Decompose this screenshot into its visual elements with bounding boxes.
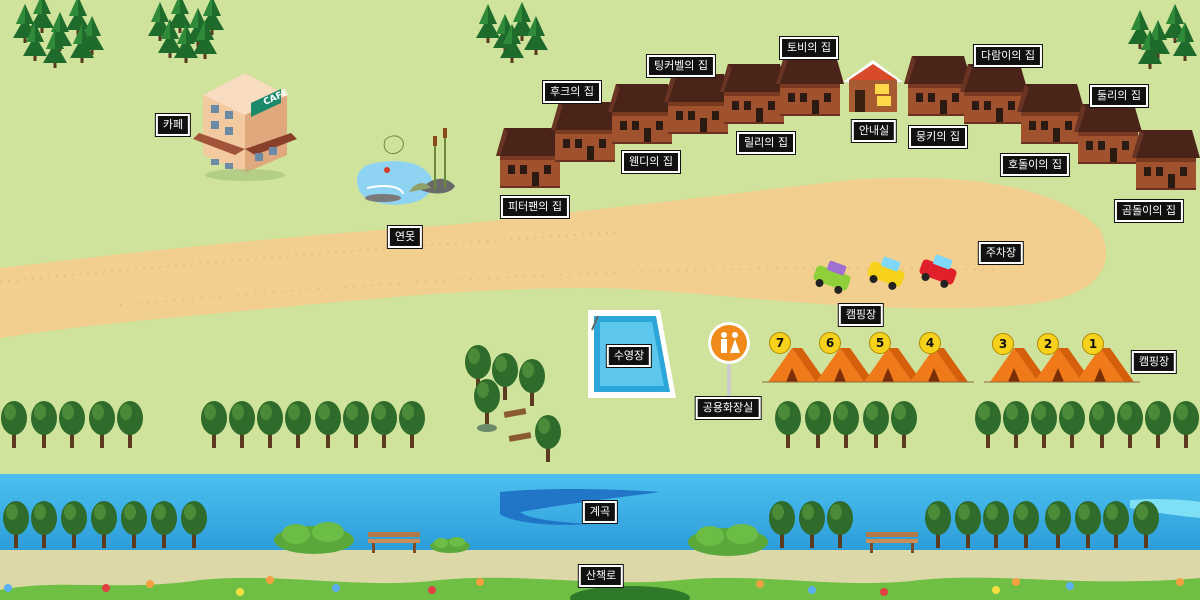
tent-number-1[interactable]: 1 [1082,333,1104,355]
house-peterpan [496,128,564,188]
car-yellow [867,256,905,290]
house-gomdol [1132,130,1200,190]
house-hodol [1017,84,1085,144]
tent-number-6[interactable]: 6 [819,332,841,354]
house-duli [1074,104,1142,164]
tent-1 [1069,347,1141,383]
label-peterpan-house[interactable]: 피터팬의 집 [500,196,570,218]
label-duli-house[interactable]: 둘리의 집 [1090,85,1148,107]
house-tobi [776,56,844,116]
tree-row-upper-right [775,401,1199,448]
tent-number-7[interactable]: 7 [769,332,791,354]
tent-4 [903,347,975,383]
tree-row-upper-left [1,401,425,448]
label-pond[interactable]: 연못 [387,226,423,248]
pine-forest-mid [476,2,548,63]
cafe-building [193,73,297,181]
tree-row-lower-mid [769,501,853,548]
label-gomdol-house[interactable]: 곰돌이의 집 [1114,200,1184,222]
label-pool[interactable]: 수영장 [606,345,652,367]
label-lily-house[interactable]: 릴리의 집 [737,132,795,154]
label-info-center[interactable]: 안내실 [851,120,897,142]
label-mungki-house[interactable]: 뭉키의 집 [909,126,967,148]
tent-number-4[interactable]: 4 [919,332,941,354]
house-tinkerbell [664,74,732,134]
house-lily [720,64,788,124]
label-restroom[interactable]: 공용화장실 [695,397,761,419]
restroom-sign [708,322,750,409]
label-darami-house[interactable]: 다람이의 집 [973,45,1043,67]
label-camping-top[interactable]: 캠핑장 [838,304,884,326]
label-wendy-house[interactable]: 웬디의 집 [622,151,680,173]
tent-number-5[interactable]: 5 [869,332,891,354]
pine-forest-mid-left [148,0,224,63]
tree-grove-center [465,345,561,462]
label-stream[interactable]: 계곡 [582,501,618,523]
tent-number-2[interactable]: 2 [1037,333,1059,355]
label-tinkerbell-house[interactable]: 팅커벨의 집 [646,55,716,77]
label-tobi-house[interactable]: 토비의 집 [780,37,838,59]
pine-forest-right [1128,4,1197,69]
flowers [4,576,1184,596]
label-parking[interactable]: 주차장 [978,242,1024,264]
label-hook-house[interactable]: 후크의 집 [543,81,601,103]
tent-number-3[interactable]: 3 [992,333,1014,355]
pine-forest-left [13,0,104,68]
house-wendy [608,84,676,144]
label-hodol-house[interactable]: 호돌이의 집 [1000,154,1070,176]
label-camping-right[interactable]: 캠핑장 [1131,351,1177,373]
car-red [919,254,957,288]
house-darami [960,64,1028,124]
car-green [813,260,851,294]
label-trail[interactable]: 산책로 [578,565,624,587]
pond [357,128,455,205]
label-cafe[interactable]: 카페 [155,114,191,136]
info-center [843,60,903,112]
dirt-road [0,177,1107,338]
